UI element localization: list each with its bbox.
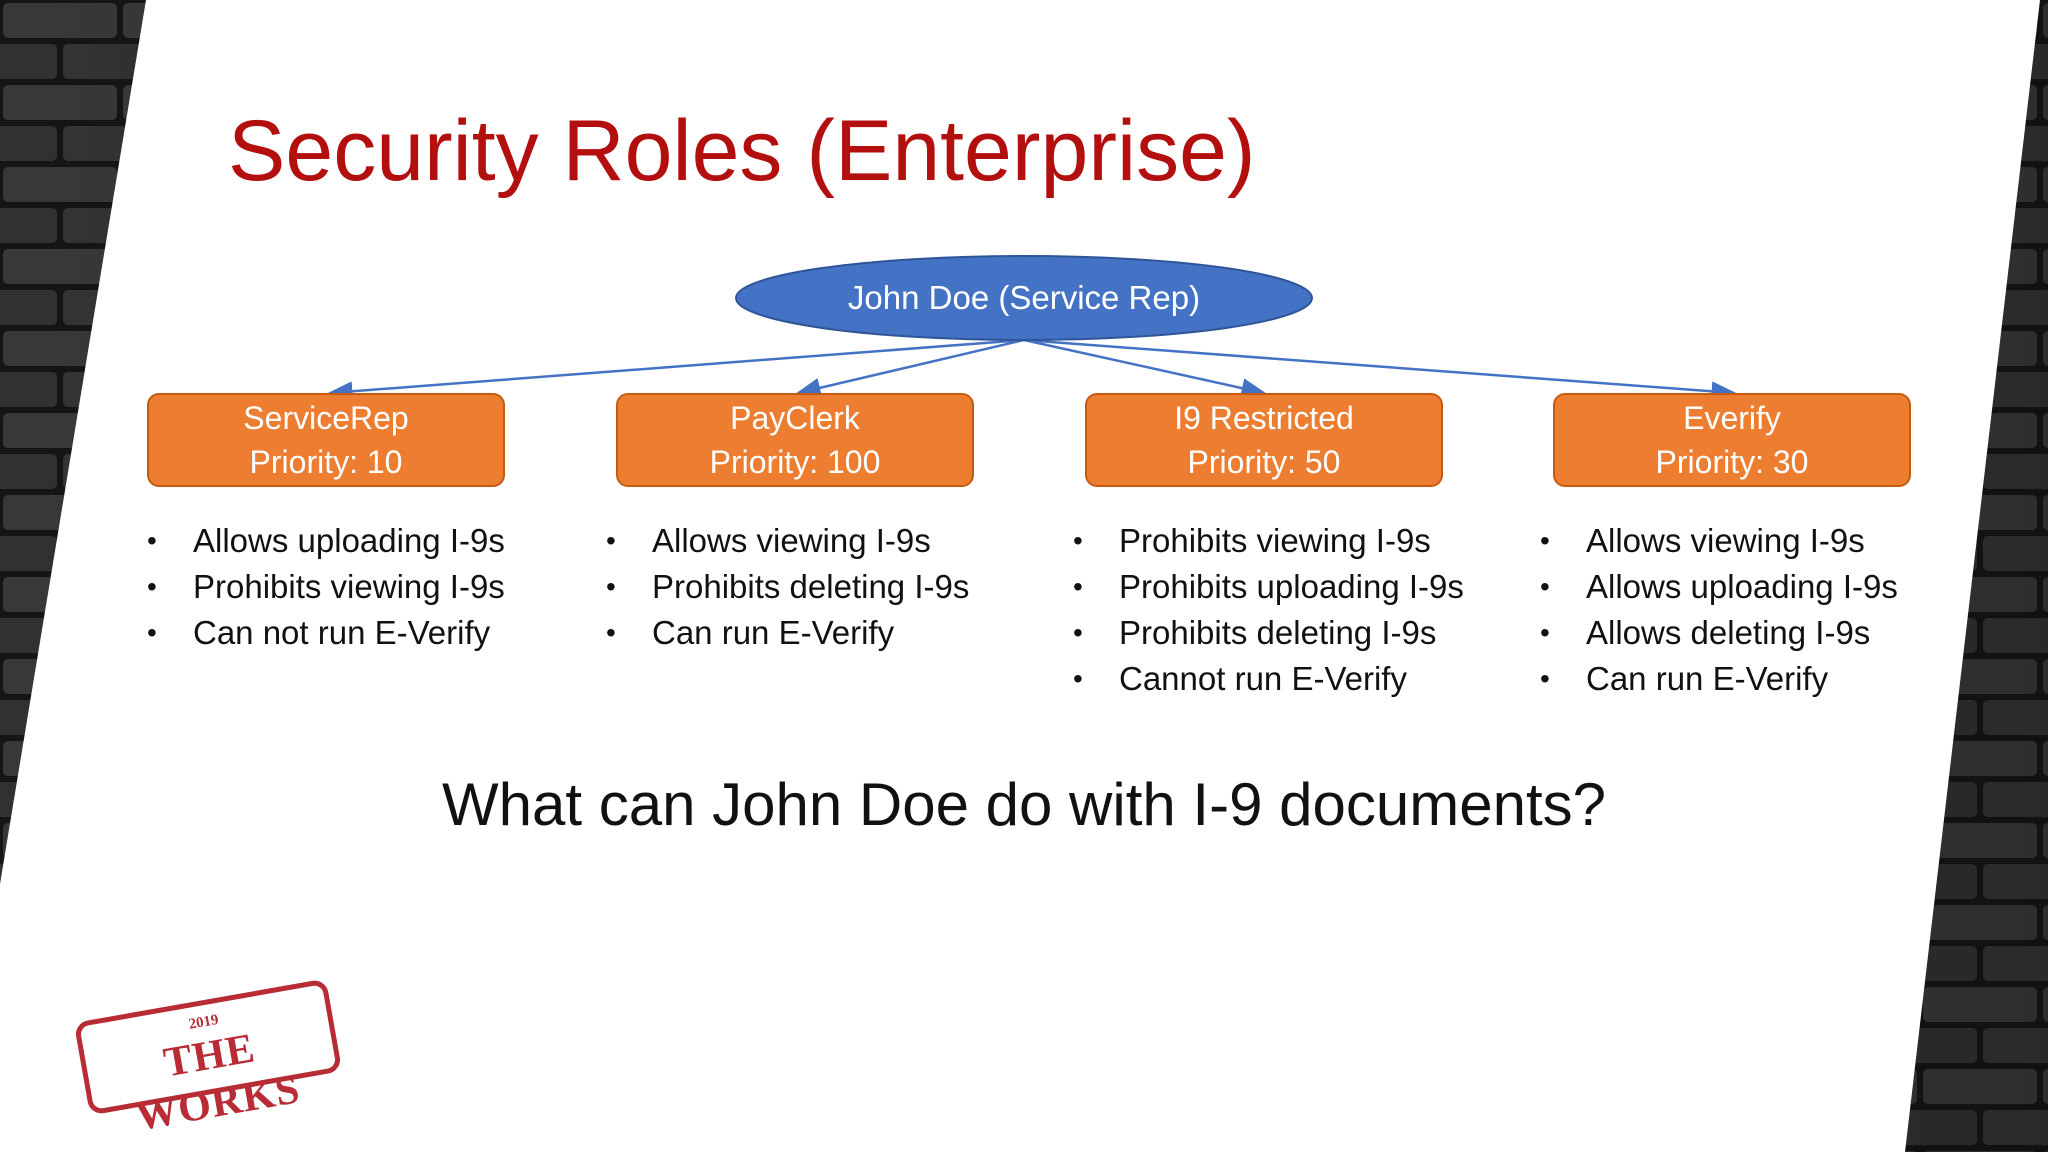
root-node-label: John Doe (Service Rep) [847, 279, 1201, 316]
permissions-list-servicerep: Allows uploading I-9s Prohibits viewing … [147, 518, 505, 656]
root-node [735, 255, 1313, 341]
role-box-i9-restricted: I9 Restricted Priority: 50 [1085, 393, 1443, 487]
connector-i9-restricted [1023, 338, 1267, 398]
permission-item: Prohibits deleting I-9s [606, 564, 969, 610]
role-priority: Priority: 30 [1655, 444, 1809, 480]
permission-item: Prohibits viewing I-9s [1073, 518, 1464, 564]
permissions-list-payclerk: Allows viewing I-9s Prohibits deleting I… [606, 518, 969, 656]
permission-item: Allows viewing I-9s [1540, 518, 1898, 564]
permission-item: Prohibits deleting I-9s [1073, 610, 1464, 656]
permission-item: Allows uploading I-9s [1540, 564, 1898, 610]
role-box-payclerk: PayClerk Priority: 100 [616, 393, 974, 487]
permission-item: Prohibits viewing I-9s [147, 564, 505, 610]
role-priority: Priority: 100 [709, 444, 881, 480]
role-priority: Priority: 50 [1187, 444, 1341, 480]
permissions-list-everify: Allows viewing I-9s Allows uploading I-9… [1540, 518, 1898, 702]
permissions-list-i9-restricted: Prohibits viewing I-9s Prohibits uploadi… [1073, 518, 1464, 702]
connector-payclerk [795, 338, 1025, 398]
question-text: What can John Doe do with I-9 documents? [442, 771, 1606, 838]
connector-servicerep [327, 338, 1025, 402]
role-name: Everify [1683, 399, 1781, 436]
permission-item: Can not run E-Verify [147, 610, 505, 656]
role-box-everify: Everify Priority: 30 [1553, 393, 1911, 487]
role-name: PayClerk [730, 399, 860, 436]
connector-everify [1023, 338, 1737, 402]
role-priority: Priority: 10 [249, 444, 403, 480]
permission-item: Allows uploading I-9s [147, 518, 505, 564]
permission-item: Can run E-Verify [606, 610, 969, 656]
slide-title: Security Roles (Enterprise) [228, 103, 1256, 199]
permission-item: Prohibits uploading I-9s [1073, 564, 1464, 610]
role-box-servicerep: ServiceRep Priority: 10 [147, 393, 505, 487]
role-name: I9 Restricted [1174, 399, 1354, 436]
permission-item: Allows deleting I-9s [1540, 610, 1898, 656]
permission-item: Can run E-Verify [1540, 656, 1898, 702]
permission-item: Cannot run E-Verify [1073, 656, 1464, 702]
role-name: ServiceRep [243, 399, 409, 436]
permission-item: Allows viewing I-9s [606, 518, 969, 564]
